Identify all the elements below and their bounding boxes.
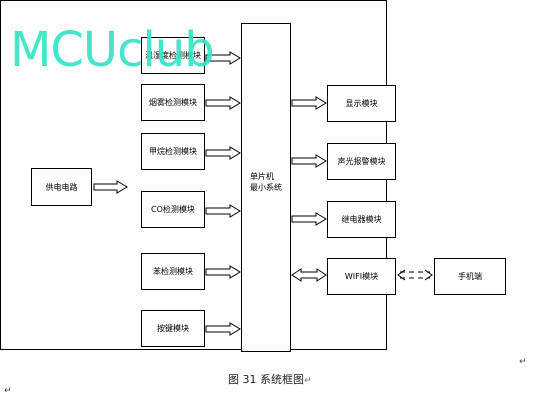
temp-humidity-module: 温湿度检测模块 [141, 37, 205, 74]
mcu-label-line1: 单片机 [250, 172, 274, 181]
alarm-label: 声光报警模块 [337, 157, 386, 166]
wifi-module: WIFI模块 [327, 258, 396, 295]
arrow-power-to-frame [93, 180, 128, 194]
frame-paragraph-mark: ↵ [519, 357, 527, 367]
display-module: 显示模块 [327, 85, 396, 122]
arrow-input-2 [205, 96, 241, 110]
arrow-input-5 [205, 265, 241, 279]
arrow-wifi-phone-wireless [397, 269, 433, 281]
arrow-input-6 [205, 322, 241, 336]
temp-humidity-label: 温湿度检测模块 [145, 51, 201, 60]
phone-label: 手机端 [458, 272, 482, 281]
mcu-minimum-system: 单片机 最小系统 [241, 23, 291, 352]
arrow-output-alarm [291, 154, 327, 168]
phone-terminal: 手机端 [434, 258, 506, 295]
display-label: 显示模块 [345, 99, 378, 108]
alarm-module: 声光报警模块 [327, 143, 396, 180]
co-module: CO检测模块 [141, 191, 205, 228]
arrow-output-relay [291, 212, 327, 226]
wifi-label: WIFI模块 [344, 272, 379, 281]
figure-caption: 图 31 系统框图↵ [228, 371, 312, 387]
mcu-label: 单片机 最小系统 [250, 171, 282, 193]
smoke-label: 烟雾检测模块 [149, 98, 197, 107]
benzene-label: 苯检测模块 [153, 267, 193, 276]
key-label: 按键模块 [157, 324, 189, 333]
key-module: 按键模块 [141, 310, 205, 347]
smoke-module: 烟雾检测模块 [141, 84, 205, 121]
arrow-input-1 [205, 51, 241, 65]
relay-label: 继电器模块 [341, 215, 382, 224]
mcu-label-line2: 最小系统 [250, 183, 282, 192]
benzene-module: 苯检测模块 [141, 253, 205, 290]
methane-module: 甲烷检测模块 [141, 133, 205, 170]
figure-caption-text: 图 31 系统框图 [228, 373, 304, 386]
co-label: CO检测模块 [151, 205, 195, 214]
arrow-input-3 [205, 146, 241, 160]
caption-paragraph-mark: ↵ [304, 376, 312, 386]
arrow-mcu-wifi-bidirectional [291, 268, 327, 282]
trailing-paragraph-mark: ↵ [4, 386, 12, 396]
power-supply-label: 供电电路 [45, 182, 78, 192]
arrow-output-display [291, 96, 327, 110]
methane-label: 甲烷检测模块 [149, 147, 197, 156]
power-supply-module: 供电电路 [31, 168, 92, 206]
relay-module: 继电器模块 [327, 201, 396, 238]
arrow-input-4 [205, 204, 241, 218]
